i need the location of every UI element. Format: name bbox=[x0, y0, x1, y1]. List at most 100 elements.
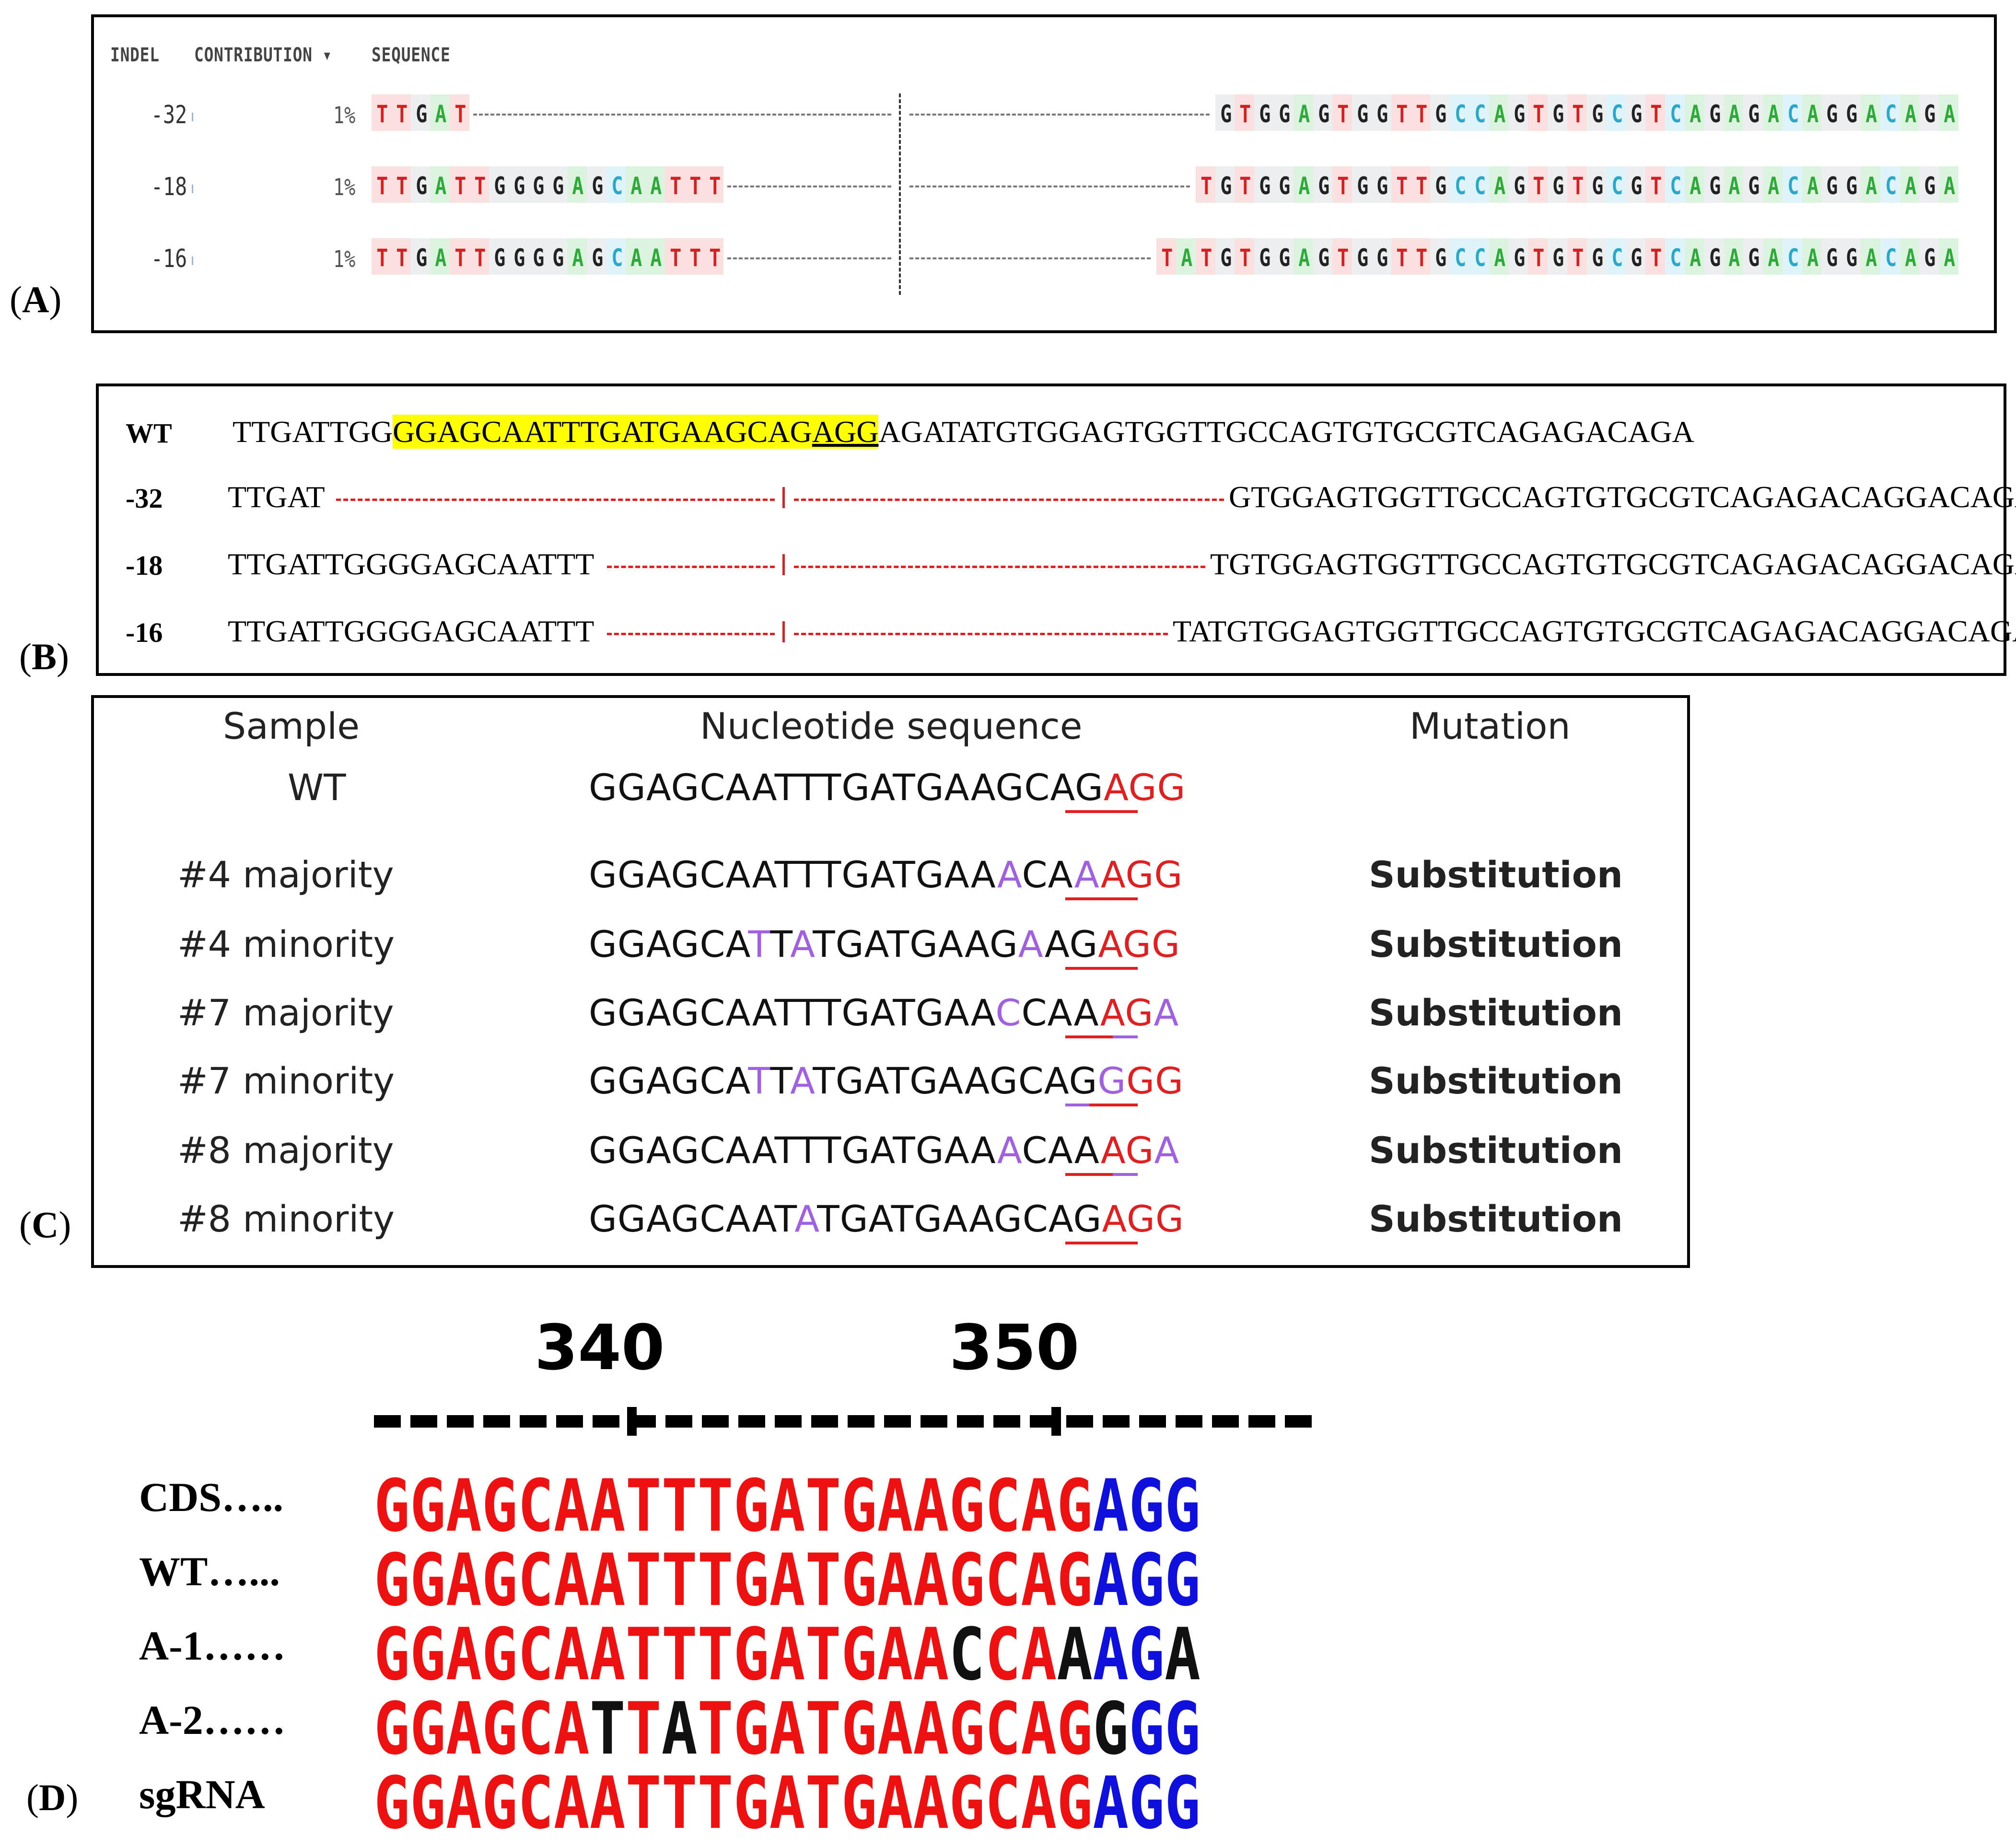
nucleotide: C bbox=[699, 1059, 726, 1102]
nucleotide: G bbox=[949, 1464, 985, 1548]
nucleotide: T bbox=[886, 923, 910, 965]
base-bg bbox=[1391, 94, 1411, 131]
contribution-header[interactable]: CONTRIBUTION ▾ bbox=[194, 44, 332, 66]
nucleotide: A bbox=[970, 766, 996, 809]
base-bg bbox=[1332, 94, 1352, 131]
base-letter: G bbox=[1846, 100, 1858, 128]
deletion-dash-left bbox=[607, 633, 775, 635]
base-bg bbox=[372, 166, 391, 203]
nucleotide: A bbox=[965, 923, 990, 965]
nucleotide: G bbox=[589, 1129, 618, 1172]
base-letter: T bbox=[1533, 244, 1545, 272]
base-letter: A bbox=[435, 172, 447, 200]
base-bg bbox=[1880, 166, 1900, 203]
base-bg bbox=[1821, 166, 1841, 203]
nucleotide: G bbox=[1126, 1059, 1155, 1102]
sample-name: #8 majority bbox=[177, 1129, 394, 1172]
mutation-type: Substitution bbox=[1369, 1059, 1623, 1102]
nucleotide: G bbox=[835, 1059, 864, 1102]
nucleotide: T bbox=[818, 1129, 842, 1172]
nucleotide: T bbox=[697, 1687, 734, 1771]
nucleotide: A bbox=[1154, 991, 1179, 1034]
base-bg bbox=[1899, 166, 1920, 203]
base-letter: G bbox=[1259, 100, 1271, 128]
nucleotide: C bbox=[1022, 1197, 1049, 1240]
nucleotide: A bbox=[944, 853, 971, 896]
base-letter: G bbox=[1631, 244, 1643, 272]
nucleotide: T bbox=[697, 1762, 734, 1845]
base-bg bbox=[1802, 94, 1822, 131]
sample-name: #7 majority bbox=[177, 991, 394, 1034]
nucleotide: T bbox=[774, 1129, 797, 1172]
base-letter: G bbox=[1709, 172, 1721, 200]
nucleotide: G bbox=[1129, 1687, 1165, 1771]
deletion-dash-left bbox=[607, 566, 775, 568]
base-bg bbox=[410, 94, 431, 131]
nucleotide: A bbox=[553, 1687, 590, 1771]
base-bg bbox=[1548, 94, 1567, 131]
base-bg bbox=[1313, 166, 1333, 203]
nucleotide: G bbox=[617, 853, 646, 896]
base-bg bbox=[1156, 238, 1176, 275]
cut-site-bar bbox=[782, 554, 785, 575]
base-bg bbox=[1313, 238, 1333, 275]
base-letter: C bbox=[1885, 100, 1897, 128]
nucleotide: T bbox=[697, 1464, 734, 1548]
base-letter: T bbox=[1650, 244, 1662, 272]
nucleotide: A bbox=[913, 1687, 949, 1771]
nucleotide: G bbox=[409, 1613, 446, 1697]
base-letter: A bbox=[1298, 100, 1310, 128]
nucleotide: G bbox=[1125, 853, 1154, 896]
base-letter: A bbox=[572, 172, 584, 200]
nucleotide: T bbox=[774, 766, 797, 809]
base-bg bbox=[1489, 238, 1509, 275]
nucleotide: A bbox=[1021, 1762, 1057, 1845]
nucleotide: C bbox=[985, 1613, 1021, 1697]
nucleotide: A bbox=[725, 923, 748, 965]
nucleotide: G bbox=[589, 991, 618, 1034]
base-letter: A bbox=[1806, 244, 1818, 272]
nucleotide: G bbox=[1125, 1129, 1154, 1172]
nucleotide: C bbox=[1024, 766, 1050, 809]
base-letter: T bbox=[1161, 244, 1173, 272]
base-bg bbox=[1215, 238, 1235, 275]
row-left-sequence: TTGATTGGGGAGCAATTT bbox=[228, 614, 594, 648]
ruler-plus-340 bbox=[627, 1407, 637, 1436]
pam-underline bbox=[1065, 1173, 1090, 1176]
nucleotide: G bbox=[617, 1129, 646, 1172]
base-letter: G bbox=[1748, 172, 1760, 200]
base-letter: G bbox=[1709, 244, 1721, 272]
base-bg bbox=[1528, 166, 1548, 203]
nucleotide: C bbox=[1022, 853, 1048, 896]
pam-underline bbox=[1089, 967, 1114, 970]
base-bg bbox=[1410, 94, 1431, 131]
base-bg bbox=[1410, 166, 1431, 203]
base-letter: G bbox=[1513, 172, 1525, 200]
nucleotide: A bbox=[1093, 1762, 1129, 1845]
nucleotide: A bbox=[725, 991, 752, 1034]
base-bg bbox=[1235, 166, 1255, 203]
nucleotide: G bbox=[1073, 1197, 1102, 1240]
nucleotide: G bbox=[915, 1129, 944, 1172]
base-letter: G bbox=[1220, 244, 1232, 272]
base-letter: A bbox=[1944, 100, 1956, 128]
nucleotide: G bbox=[1129, 1762, 1165, 1845]
base-bg bbox=[1665, 94, 1685, 131]
nucleotide: G bbox=[1157, 766, 1186, 809]
nucleotide: T bbox=[625, 1762, 662, 1845]
nucleotide: G bbox=[671, 991, 700, 1034]
base-bg bbox=[1939, 94, 1958, 131]
base-bg bbox=[450, 166, 469, 203]
nucleotide: A bbox=[877, 1539, 913, 1622]
nucleotide: T bbox=[774, 991, 797, 1034]
nucleotide: T bbox=[818, 766, 842, 809]
nucleotide: A bbox=[589, 1539, 626, 1622]
base-bg bbox=[1861, 166, 1880, 203]
nucleotide: A bbox=[1102, 1197, 1127, 1240]
pam-underline bbox=[1065, 897, 1090, 900]
nucleotide: G bbox=[841, 1129, 871, 1172]
nucleotide-sequence: GGAGCAATATGATGAAGCAGAGG bbox=[589, 1197, 1184, 1240]
base-letter: G bbox=[1513, 244, 1525, 272]
base-letter: T bbox=[1200, 244, 1212, 272]
nucleotide: T bbox=[748, 1059, 770, 1102]
